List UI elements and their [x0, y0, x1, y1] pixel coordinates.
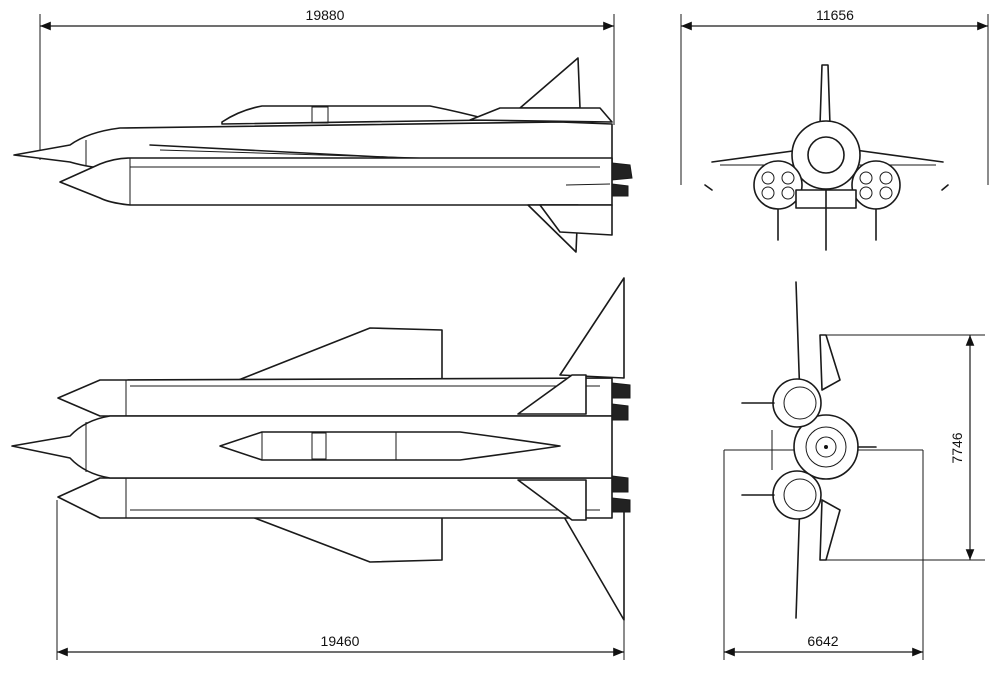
dim-front-span: 11656 [816, 7, 854, 23]
dim-side-length: 19880 [306, 7, 345, 23]
dim-top-length: 19460 [321, 633, 360, 649]
front-view [680, 14, 989, 251]
dim-rear-width: 6642 [807, 633, 838, 649]
dim-rear-height: 7746 [949, 432, 965, 463]
top-view [11, 277, 631, 660]
rear-view [723, 281, 985, 660]
side-view [13, 14, 633, 253]
